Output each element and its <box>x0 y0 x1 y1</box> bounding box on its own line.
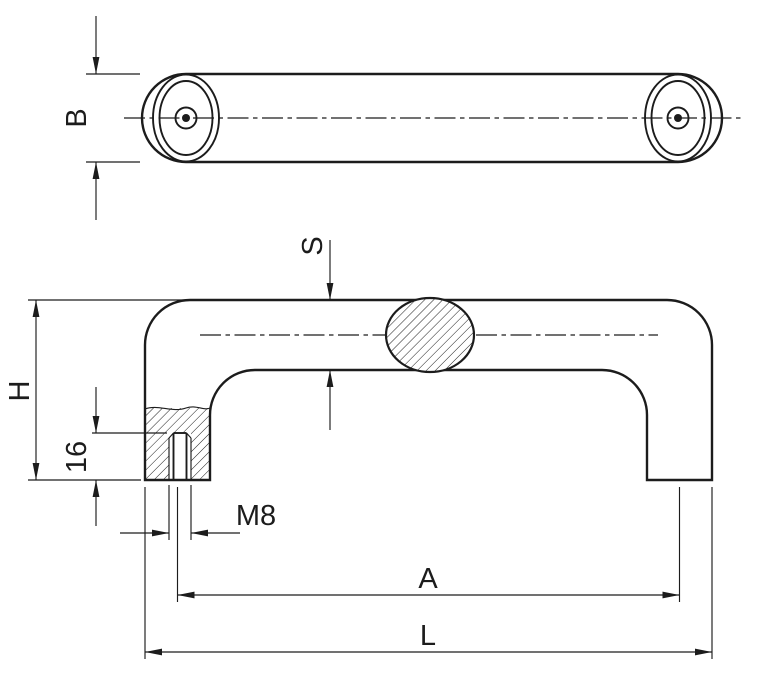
left-mount-hole <box>174 106 198 130</box>
arrowhead-right <box>152 529 169 537</box>
arrowhead-up <box>92 480 100 497</box>
dimension-S: S <box>297 236 334 430</box>
arrowhead-down <box>92 416 100 433</box>
handle-contour <box>143 298 714 482</box>
leg-section-hatch <box>145 408 210 480</box>
dim-label-s: S <box>297 236 329 255</box>
front-view <box>143 296 714 482</box>
hole-chamfer-right <box>186 432 192 439</box>
left-boss-outer-ring <box>152 73 220 163</box>
bar-cross-section <box>384 296 476 374</box>
arrowhead-down <box>92 57 100 74</box>
arrowhead-down <box>326 283 334 300</box>
top-view <box>124 72 742 164</box>
dimension-B: B <box>61 16 140 220</box>
dimension-16: 16 <box>61 387 167 526</box>
arrowhead-up <box>326 370 334 387</box>
arrowhead-right <box>662 591 680 599</box>
section-break-line <box>144 406 211 411</box>
dimension-H: H <box>4 299 188 481</box>
dim-label-l: L <box>420 620 436 652</box>
dim-label-a: A <box>418 563 438 595</box>
dimension-M8: M8 <box>120 485 276 540</box>
arrowhead-down <box>32 463 40 480</box>
arrowhead-right <box>695 648 712 656</box>
right-boss-inner-ring <box>650 80 706 156</box>
arrowhead-up <box>32 300 40 317</box>
left-boss-inner-ring <box>158 80 214 156</box>
right-mount-hole <box>666 106 690 130</box>
dimension-A: A <box>176 487 681 602</box>
arrowhead-left <box>145 648 162 656</box>
hole-chamfer-left <box>168 432 174 439</box>
dim-label-16: 16 <box>61 441 93 473</box>
left-hole-center-dot <box>182 114 190 122</box>
arrowhead-left <box>177 591 195 599</box>
right-boss-outer-ring <box>644 73 712 163</box>
dim-label-h: H <box>4 381 36 402</box>
arrowhead-left <box>191 529 208 537</box>
arrowhead-up <box>92 162 100 179</box>
dim-label-b: B <box>61 108 93 127</box>
right-hole-center-dot <box>674 114 682 122</box>
dim-label-m8: M8 <box>236 500 276 532</box>
dimension-L: L <box>144 487 713 659</box>
